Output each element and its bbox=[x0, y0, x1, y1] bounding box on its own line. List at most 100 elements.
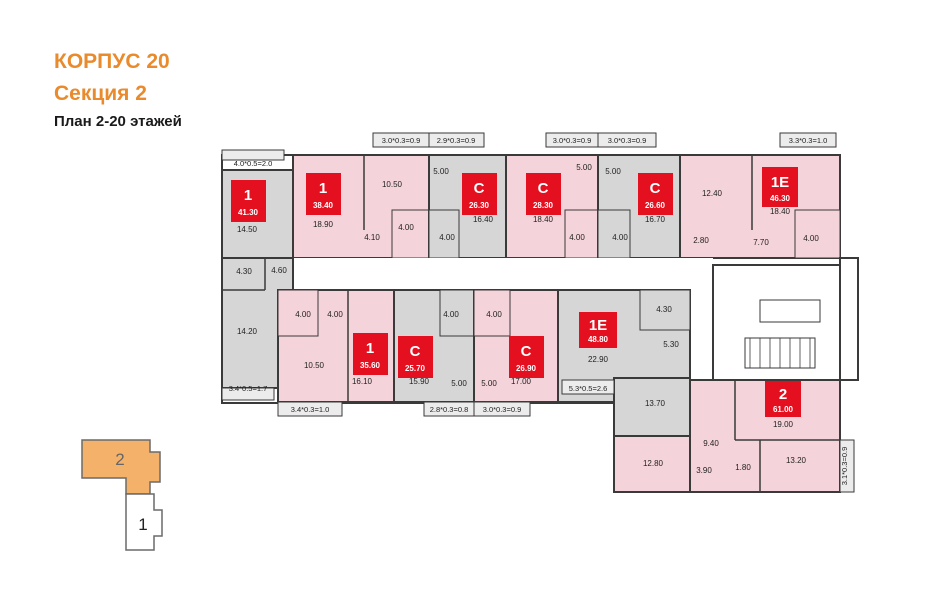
room-area: 4.00 bbox=[398, 223, 414, 232]
room-area: 16.40 bbox=[473, 215, 494, 224]
room-area: 3.90 bbox=[696, 466, 712, 475]
apt-tag[interactable]: C 26.60 bbox=[638, 173, 673, 215]
apt-type: C bbox=[474, 180, 485, 197]
room-area: 18.40 bbox=[770, 207, 791, 216]
apt-tag[interactable]: 1 38.40 bbox=[306, 173, 341, 215]
room-area: 4.30 bbox=[656, 305, 672, 314]
apt-area: 61.00 bbox=[773, 405, 794, 414]
apt-tag[interactable]: C 28.30 bbox=[526, 173, 561, 215]
room-area: 4.60 bbox=[271, 266, 287, 275]
room-area: 16.10 bbox=[352, 377, 373, 386]
apt-tag[interactable]: 1E 48.80 bbox=[579, 312, 617, 348]
room-area: 5.30 bbox=[663, 340, 679, 349]
key-plan-label-1: 1 bbox=[138, 515, 147, 534]
room-area: 5.00 bbox=[451, 379, 467, 388]
apt-tag[interactable]: C 26.90 bbox=[509, 336, 544, 378]
apt-area: 41.30 bbox=[238, 208, 259, 217]
room-area: 22.90 bbox=[588, 355, 609, 364]
room-area: 4.00 bbox=[569, 233, 585, 242]
apt-type: 1E bbox=[771, 174, 789, 191]
apt-tag[interactable]: 2 61.00 bbox=[765, 381, 801, 417]
room-area: 5.00 bbox=[481, 379, 497, 388]
room-area: 4.00 bbox=[612, 233, 628, 242]
apt-type: 2 bbox=[779, 386, 787, 403]
balcony-label: 3.3*0.3=1.0 bbox=[789, 136, 828, 145]
apt-area: 26.90 bbox=[516, 364, 537, 373]
balcony-label: 2.8*0.3=0.8 bbox=[430, 405, 469, 414]
balcony-label: 3.0*0.3=0.9 bbox=[608, 136, 647, 145]
room-area: 4.00 bbox=[327, 310, 343, 319]
apt-1e-46[interactable] bbox=[679, 154, 841, 259]
room-area: 2.80 bbox=[693, 236, 709, 245]
room-area: 18.90 bbox=[313, 220, 334, 229]
room-area: 18.40 bbox=[533, 215, 554, 224]
apt-1-35[interactable] bbox=[277, 289, 395, 403]
balcony-label: 3.0*0.3=0.9 bbox=[483, 405, 522, 414]
apt-area: 28.30 bbox=[533, 201, 554, 210]
apt-type: 1 bbox=[366, 340, 374, 357]
apt-1-38[interactable] bbox=[292, 154, 430, 259]
balcony-label: 3.1*0.3=0.9 bbox=[840, 447, 849, 486]
apt-tag[interactable]: 1 41.30 bbox=[231, 180, 266, 222]
room-area: 16.70 bbox=[645, 215, 666, 224]
building-title: КОРПУС 20 bbox=[54, 50, 170, 73]
apt-type: C bbox=[410, 343, 421, 360]
room-area: 5.00 bbox=[605, 167, 621, 176]
room-area: 9.40 bbox=[703, 439, 719, 448]
room-area: 12.80 bbox=[643, 459, 664, 468]
key-plan-label-2: 2 bbox=[115, 450, 124, 469]
key-plan: 2 1 bbox=[81, 439, 163, 551]
apt-2-61[interactable] bbox=[613, 379, 841, 493]
balcony-label: 2.9*0.3=0.9 bbox=[437, 136, 476, 145]
apt-tag[interactable]: 1 35.60 bbox=[353, 333, 388, 375]
floor-plan-subtitle: План 2-20 этажей bbox=[54, 113, 182, 130]
room-area: 10.50 bbox=[304, 361, 325, 370]
room-area: 5.00 bbox=[433, 167, 449, 176]
apt-area: 26.60 bbox=[645, 201, 666, 210]
corridor bbox=[293, 258, 713, 288]
balcony-label: 3.0*0.3=0.9 bbox=[553, 136, 592, 145]
apt-area: 46.30 bbox=[770, 194, 791, 203]
apt-area: 25.70 bbox=[405, 364, 426, 373]
room-area: 4.00 bbox=[443, 310, 459, 319]
key-plan-section-2[interactable] bbox=[81, 439, 161, 495]
room-area: 7.70 bbox=[753, 238, 769, 247]
section-title: Секция 2 bbox=[54, 82, 147, 105]
stair-core bbox=[712, 257, 859, 381]
balconies bbox=[221, 132, 855, 493]
apt-tag[interactable]: C 25.70 bbox=[398, 336, 433, 378]
apt-area: 35.60 bbox=[360, 361, 381, 370]
apt-type: C bbox=[650, 180, 661, 197]
apt-tag[interactable]: 1E 46.30 bbox=[762, 167, 798, 207]
room-area: 17.00 bbox=[511, 377, 532, 386]
room-area: 14.50 bbox=[237, 225, 258, 234]
room-area: 19.00 bbox=[773, 420, 794, 429]
room-area: 10.50 bbox=[382, 180, 403, 189]
room-area: 5.00 bbox=[576, 163, 592, 172]
apt-type: 1 bbox=[244, 187, 252, 204]
room-area: 4.00 bbox=[486, 310, 502, 319]
apt-type: 1E bbox=[589, 317, 607, 334]
balcony-label: 3.4*0.5=1.7 bbox=[229, 384, 268, 393]
room-area: 4.10 bbox=[364, 233, 380, 242]
room-area: 4.00 bbox=[803, 234, 819, 243]
balcony-label: 3.0*0.3=0.9 bbox=[382, 136, 421, 145]
apt-type: 1 bbox=[319, 180, 327, 197]
room-area: 12.40 bbox=[702, 189, 723, 198]
room-area: 4.00 bbox=[439, 233, 455, 242]
room-area: 15.90 bbox=[409, 377, 430, 386]
balcony-label: 4.0*0.5=2.0 bbox=[234, 159, 273, 168]
apt-area: 26.30 bbox=[469, 201, 490, 210]
room-area: 4.30 bbox=[236, 267, 252, 276]
room-area: 14.20 bbox=[237, 327, 258, 336]
balcony-label: 3.4*0.3=1.0 bbox=[291, 405, 330, 414]
apt-area: 48.80 bbox=[588, 335, 609, 344]
apt-type: C bbox=[521, 343, 532, 360]
room-area: 13.20 bbox=[786, 456, 807, 465]
key-plan-section-1[interactable] bbox=[125, 493, 163, 551]
apt-tag[interactable]: C 26.30 bbox=[462, 173, 497, 215]
apt-area: 38.40 bbox=[313, 201, 334, 210]
balcony-label: 5.3*0.5=2.6 bbox=[569, 384, 608, 393]
room-area: 4.00 bbox=[295, 310, 311, 319]
